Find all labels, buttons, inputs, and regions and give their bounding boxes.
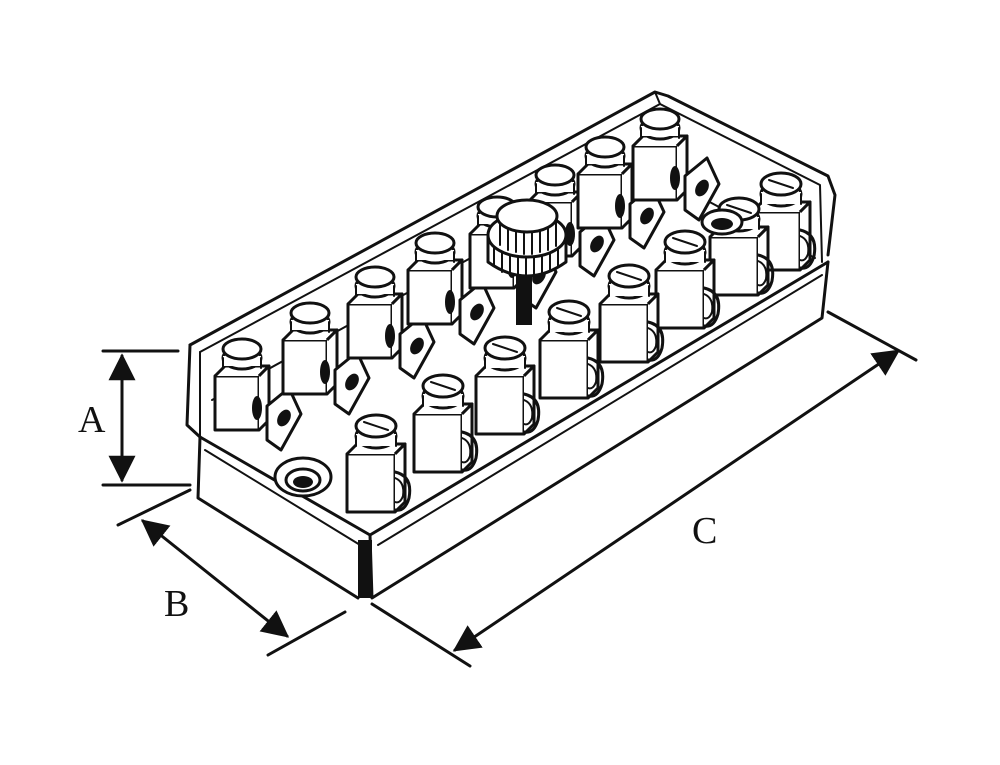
dimension-a-label: A <box>78 399 106 441</box>
dimension-b-label: B <box>164 583 189 625</box>
mounting-hole <box>273 456 333 498</box>
dimension-a: A <box>78 349 192 487</box>
mounting-hole-right <box>700 208 744 236</box>
dimension-b: B <box>116 488 347 657</box>
fuse-knob <box>486 198 568 325</box>
dimension-c-label: C <box>692 510 717 552</box>
dimension-c: C <box>370 310 918 668</box>
